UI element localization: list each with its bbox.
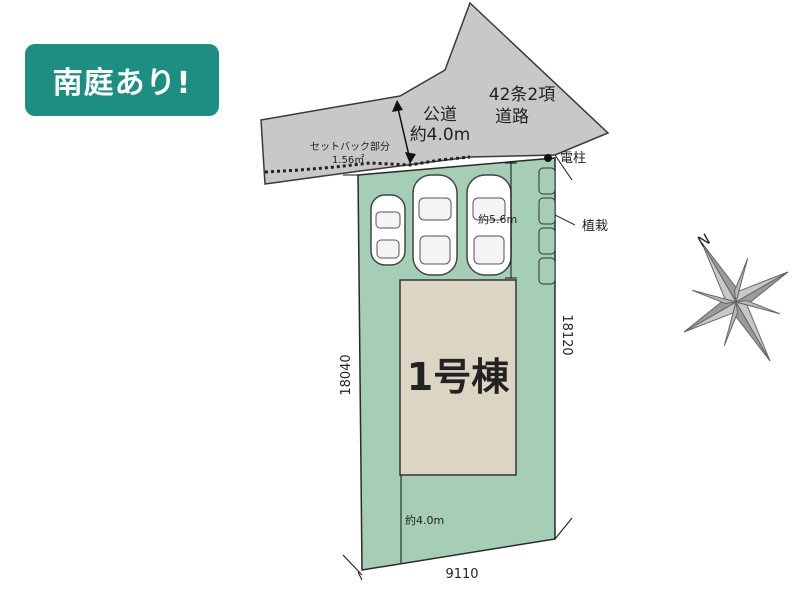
right-dim-tick <box>554 154 573 181</box>
building-label: 1号棟 <box>407 355 510 399</box>
right-side-label: 18120 <box>559 314 574 355</box>
car-middle <box>412 174 458 276</box>
south-garden-label: 約4.0m <box>405 513 444 527</box>
setback-label: セットバック部分 <box>310 140 390 153</box>
parking-depth-label: 約5.6m <box>478 212 517 226</box>
right-dim-tick-bottom <box>554 517 573 540</box>
car-small <box>370 194 406 266</box>
utility-pole <box>544 154 552 162</box>
planting-boxes <box>538 167 556 285</box>
setback-line <box>264 155 471 174</box>
road-width-arrow <box>392 100 416 164</box>
planting-leader <box>554 214 576 226</box>
bottom-side-label: 9110 <box>445 567 478 582</box>
road-type: 42条2項 <box>489 85 555 105</box>
road-name: 公道 <box>423 105 457 125</box>
left-side-label: 18040 <box>339 354 354 395</box>
road-type-2: 道路 <box>495 107 529 127</box>
car-right <box>466 174 512 276</box>
road-width: 約4.0m <box>410 125 471 145</box>
south-garden-badge: 南庭あり! <box>25 44 219 116</box>
pole-label: 電柱 <box>560 151 586 166</box>
setback-area: 1.56㎡ <box>332 154 364 166</box>
compass-north: N <box>695 230 714 251</box>
badge-text: 南庭あり! <box>52 66 192 101</box>
public-road <box>260 1 610 185</box>
left-dim-tick-bottom <box>342 554 363 576</box>
compass-rose <box>683 242 789 362</box>
planting-label: 植栽 <box>582 218 608 234</box>
building-1 <box>399 279 517 476</box>
bottom-dim-tick <box>357 571 363 581</box>
parking-depth-dim <box>505 162 517 279</box>
